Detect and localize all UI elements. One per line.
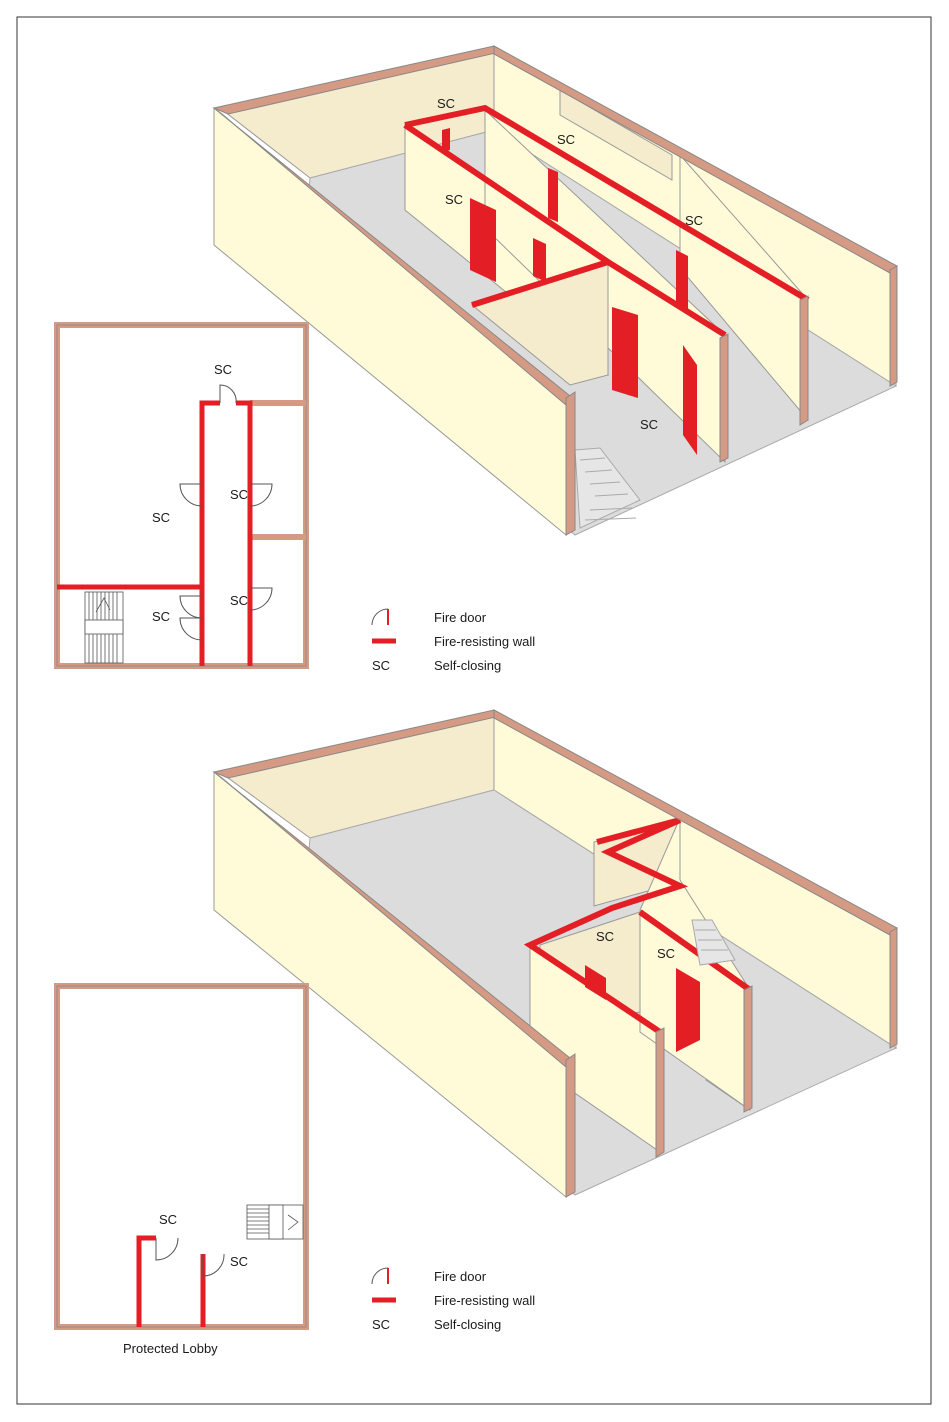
fire-wall-corridor-top — [404, 104, 810, 303]
sc-label-plan-2: SC — [152, 510, 170, 525]
fire-door-b2 — [676, 968, 700, 1052]
sc-label-top-3: SC — [445, 192, 463, 207]
fire-door-3 — [533, 238, 546, 282]
lobby-end-2 — [743, 985, 753, 1113]
outer-wall-right-end — [889, 265, 898, 387]
legend-sc-key-b: SC — [372, 1317, 390, 1332]
legend-fire-door-b: Fire door — [434, 1269, 487, 1284]
sc-label-plan-4: SC — [152, 609, 170, 624]
plan-door-1 — [219, 384, 237, 404]
legend-fire-wall: Fire-resisting wall — [434, 634, 535, 649]
plan-door-6 — [179, 617, 203, 641]
fire-door-b1 — [585, 965, 606, 1000]
sc-label-plan-1: SC — [214, 362, 232, 377]
sc-label-bottom-1: SC — [596, 929, 614, 944]
legend-top: SC Fire door Fire-resisting wall Self-cl… — [371, 608, 535, 673]
legend-self-closing-b: Self-closing — [434, 1317, 501, 1332]
partition-end-2 — [719, 333, 729, 463]
fire-wall-corridor-left — [199, 400, 220, 666]
sc-label-plan-3: SC — [230, 487, 248, 502]
stairs-bottom — [691, 919, 736, 966]
outer-wall-front-end-b — [565, 1053, 576, 1198]
outer-wall-right-end-b — [889, 927, 898, 1049]
fire-door-1 — [442, 128, 450, 152]
sc-label-top-4: SC — [685, 213, 703, 228]
legend-bottom: SC Fire door Fire-resisting wall Self-cl… — [371, 1267, 535, 1332]
plan-stairs-top — [84, 591, 124, 664]
top-floor-plan: SC SC SC SC SC — [54, 322, 309, 669]
plan-door-b1 — [155, 1237, 179, 1261]
partition-end-1 — [799, 295, 809, 426]
fire-wall-corridor-right — [236, 400, 253, 666]
legend-sc-key: SC — [372, 658, 390, 673]
bottom-floor-plan: SC SC Protected Lobby — [54, 983, 309, 1356]
fire-wall-lobby-plan — [136, 1235, 156, 1327]
sc-label-plan-5: SC — [230, 593, 248, 608]
sc-label-top-2: SC — [557, 132, 575, 147]
plan-door-2 — [179, 483, 203, 507]
fire-wall-lobby — [471, 259, 609, 308]
fire-wall-lobby-inner — [638, 909, 752, 993]
plan-outer-wall-b — [54, 983, 309, 1330]
fire-door-5 — [676, 250, 688, 310]
lobby-end-1 — [655, 1027, 665, 1158]
legend-fire-wall-b: Fire-resisting wall — [434, 1293, 535, 1308]
fire-door-6 — [612, 307, 638, 398]
caption-protected-lobby: Protected Lobby — [123, 1341, 218, 1356]
partition-1 — [559, 89, 673, 181]
fire-door-4 — [548, 168, 558, 222]
fire-door-7 — [683, 345, 697, 455]
plan-door-b2 — [202, 1253, 225, 1277]
plan-door-5 — [249, 587, 273, 611]
sc-label-plan-b2: SC — [230, 1254, 248, 1269]
legend-fire-door: Fire door — [434, 610, 487, 625]
sc-label-bottom-2: SC — [657, 946, 675, 961]
outer-wall-front-end — [565, 391, 576, 536]
fire-door-2 — [470, 198, 496, 282]
legend-self-closing: Self-closing — [434, 658, 501, 673]
sc-label-top-5: SC — [640, 417, 658, 432]
plan-stairs-bottom — [246, 1204, 304, 1240]
sc-label-top-1: SC — [437, 96, 455, 111]
sc-label-plan-b1: SC — [159, 1212, 177, 1227]
top-3d-illustration: SC SC SC SC SC — [212, 45, 898, 537]
plan-door-3 — [249, 483, 273, 507]
bottom-3d-illustration: SC SC — [212, 709, 898, 1199]
stairs-top — [574, 447, 641, 529]
